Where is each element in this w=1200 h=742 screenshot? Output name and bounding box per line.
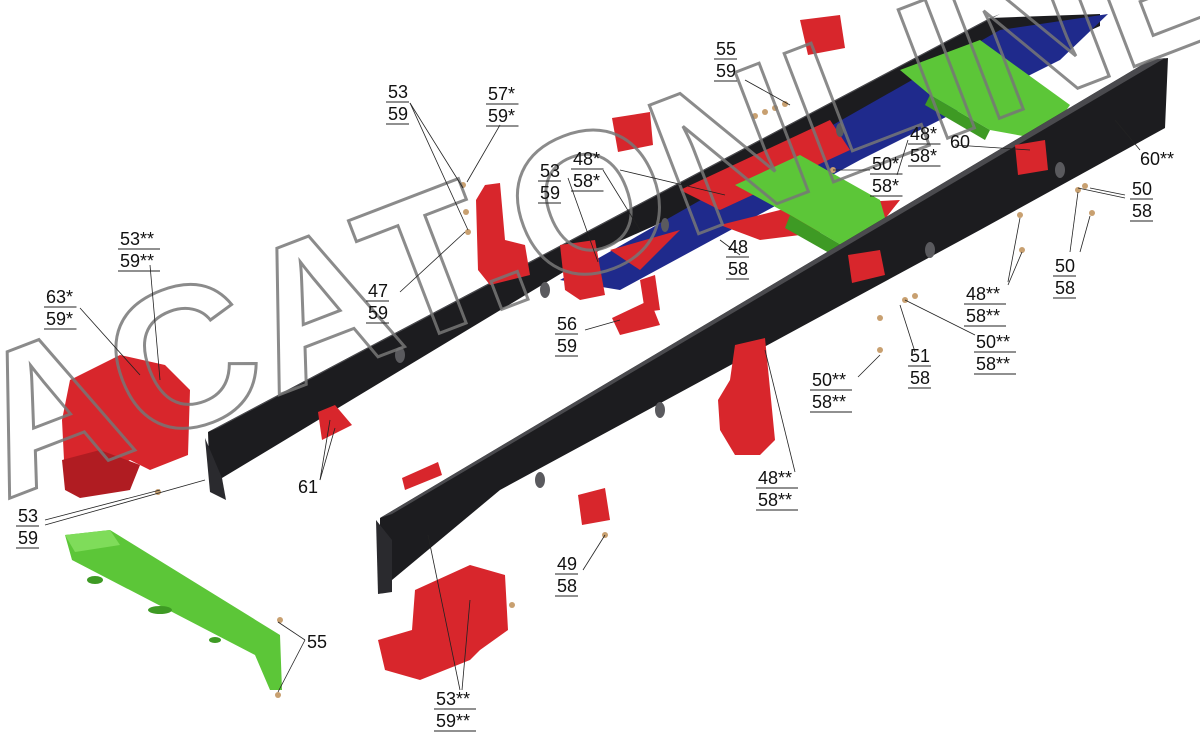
callout-part-number: 50** (976, 332, 1010, 352)
watermark-text: ACAT.ONLINE (0, 0, 1200, 542)
callout-c60: 60 (950, 132, 970, 152)
callout-fastener-number: 58** (812, 392, 846, 412)
bracket-61 (318, 405, 352, 440)
callout-c50ss: 50**58** (974, 332, 1016, 375)
callout-fastener-number: 58** (758, 490, 792, 510)
callout-part-number: 63* (46, 287, 73, 307)
callout-fastener-number: 59 (18, 528, 38, 548)
front-hanger-bottom (378, 565, 508, 680)
callout-c50ss2: 50**58** (810, 370, 852, 413)
callout-fastener-number: 58 (1055, 278, 1075, 298)
callout-c63: 63*59* (44, 287, 77, 330)
callout-part-number: 55 (307, 632, 327, 652)
rear-bracket-right (1015, 140, 1048, 175)
callout-c61: 61 (298, 477, 318, 497)
callout-fastener-number: 58* (872, 176, 899, 196)
callout-labels: 5559535957*59*535948*58*48*58*6060**50*5… (16, 39, 1174, 732)
crossmember-rear (900, 40, 1070, 140)
callout-part-number: 53 (388, 82, 408, 102)
spring-hanger-right (718, 338, 775, 455)
callout-fastener-number: 58** (976, 354, 1010, 374)
callout-part-number: 48* (573, 149, 600, 169)
callout-fastener-number: 59* (488, 106, 515, 126)
right-side-member (376, 58, 1168, 594)
red-brackets (62, 15, 1048, 680)
callout-part-number: 50** (812, 370, 846, 390)
callout-part-number: 55 (716, 39, 736, 59)
callout-part-number: 56 (557, 314, 577, 334)
bracket-49 (578, 488, 610, 525)
callout-part-number: 61 (298, 477, 318, 497)
callout-fastener-number: 59** (120, 251, 154, 271)
leader-lines (44, 79, 1141, 693)
callout-part-number: 60 (950, 132, 970, 152)
callout-fastener-number: 58* (573, 171, 600, 191)
top-bracket-a (800, 15, 845, 55)
callout-part-number: 50* (872, 154, 899, 174)
callout-part-number: 49 (557, 554, 577, 574)
callout-c48ss: 48**58** (964, 284, 1006, 327)
mid-bracket-right (848, 250, 885, 283)
callout-fastener-number: 58 (557, 576, 577, 596)
callout-part-number: 50 (1132, 179, 1152, 199)
callout-part-number: 48* (910, 124, 937, 144)
callout-fastener-number: 59 (388, 104, 408, 124)
callout-c50s: 50*58* (870, 154, 903, 197)
callout-c48s2: 48*58* (908, 124, 941, 167)
callout-c60ss: 60** (1140, 149, 1174, 169)
callout-part-number: 48** (966, 284, 1000, 304)
top-bracket-b (612, 112, 653, 152)
callout-fastener-number: 58 (1132, 201, 1152, 221)
callout-fastener-number: 59 (540, 183, 560, 203)
callout-c53ss2: 53**59** (434, 689, 476, 732)
front-hanger (476, 183, 530, 285)
callout-fastener-number: 58 (910, 368, 930, 388)
callout-fastener-number: 58* (910, 146, 937, 166)
small-plate (402, 462, 442, 490)
watermark: ACAT.ONLINE (0, 0, 1200, 542)
callout-part-number: 48** (758, 468, 792, 488)
callout-part-number: 51 (910, 346, 930, 366)
callout-fastener-number: 58** (966, 306, 1000, 326)
callout-c57: 57*59* (486, 84, 519, 127)
callout-part-number: 53 (18, 506, 38, 526)
callout-part-number: 57* (488, 84, 515, 104)
callout-fastener-number: 59* (46, 309, 73, 329)
callout-c48s: 48*58* (571, 149, 604, 192)
callout-fastener-number: 59 (557, 336, 577, 356)
callout-part-number: 53** (120, 229, 154, 249)
callout-part-number: 53 (540, 161, 560, 181)
callout-c48ss2: 48**58** (756, 468, 798, 511)
front-crossmember-loose (65, 530, 282, 690)
callout-fastener-number: 59 (368, 303, 388, 323)
callout-part-number: 48 (728, 237, 748, 257)
callout-part-number: 60** (1140, 149, 1174, 169)
callout-part-number: 53** (436, 689, 470, 709)
callout-part-number: 47 (368, 281, 388, 301)
callout-fastener-number: 58 (728, 259, 748, 279)
callout-c53ss: 53**59** (118, 229, 160, 272)
rail-holes (395, 123, 1065, 488)
callout-part-number: 50 (1055, 256, 1075, 276)
callout-c55b: 55 (307, 632, 327, 652)
bolts (155, 101, 1095, 698)
callout-fastener-number: 59** (436, 711, 470, 731)
shackle-bracket (560, 240, 605, 300)
callout-fastener-number: 59 (716, 61, 736, 81)
